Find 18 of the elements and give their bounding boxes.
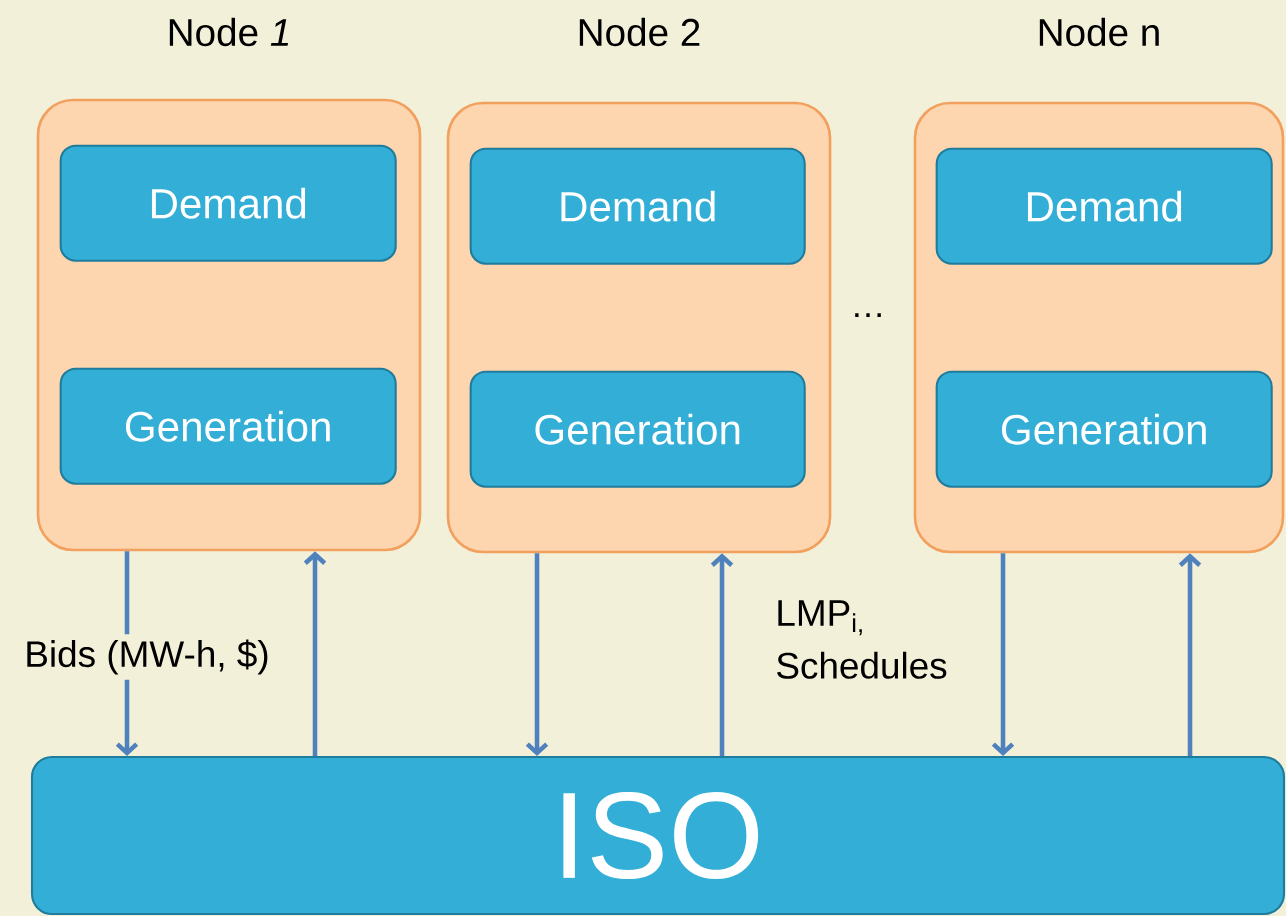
arrow [525, 553, 549, 756]
node-label: Node n [1039, 17, 1159, 47]
arrow [991, 553, 1015, 756]
process-box: Generation [469, 370, 806, 488]
process-box: Demand [935, 147, 1273, 265]
process-box: Generation [935, 370, 1273, 488]
node-label: Node 1 [169, 17, 289, 47]
arrow [1178, 553, 1202, 756]
edge-label: Bids (MW-h, $) [27, 639, 268, 675]
arrow [710, 553, 734, 756]
iso-box: ISO [30, 755, 1286, 916]
process-box: Demand [59, 144, 397, 262]
process-box: Generation [59, 367, 397, 485]
node-label: Node 2 [579, 17, 700, 47]
ellipsis: … [855, 313, 881, 317]
arrow [303, 551, 327, 756]
annotation: LMP$_{i,}$ Schedules [777, 600, 947, 679]
process-box: Demand [469, 147, 806, 265]
